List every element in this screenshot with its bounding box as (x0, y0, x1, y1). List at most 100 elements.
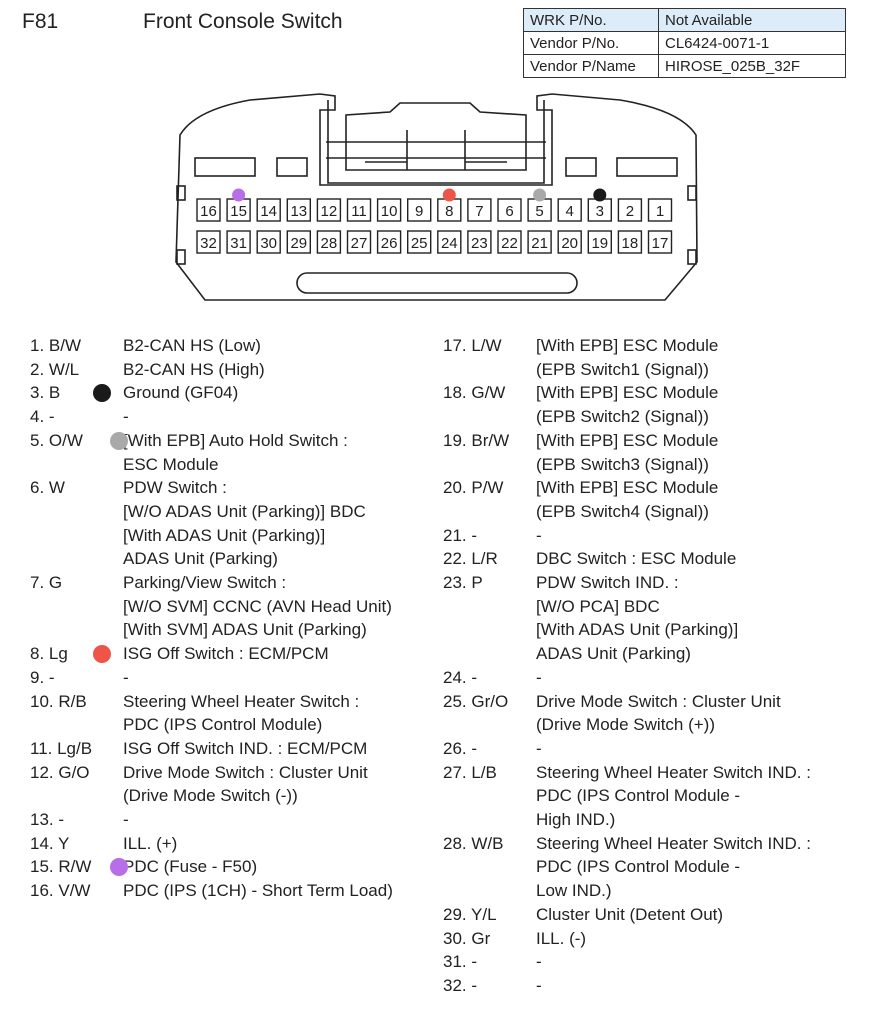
pin-box (346, 198, 372, 222)
info-value: CL6424-0071-1 (658, 31, 846, 55)
pin-entry: 20. P/W[With EPB] ESC Module(EPB Switch4… (443, 476, 811, 523)
pin-description: - (123, 667, 129, 687)
pin-number: 15 (230, 203, 247, 220)
pin-description: ESC Module (123, 454, 219, 474)
pin-wire: 5. O/W (30, 430, 83, 450)
pin-box (316, 230, 342, 254)
pin-description: [With EPB] ESC Module (536, 383, 719, 403)
info-key: Vendor P/No. (523, 31, 659, 55)
color-dot-icon (110, 431, 128, 450)
info-key: Vendor P/Name (523, 54, 659, 78)
pin-wire: 15. R/W (30, 857, 92, 877)
pin-box (497, 230, 522, 254)
pin-wire: 19. Br/W (443, 430, 510, 450)
pin-box (467, 198, 492, 222)
pin-description: Ground (GF04) (123, 383, 239, 403)
pin-entry: 17. L/W[With EPB] ESC Module(EPB Switch1… (443, 334, 811, 381)
pin-number: 6 (505, 203, 513, 220)
pin-description: (Drive Mode Switch (-)) (123, 786, 298, 806)
pin-wire: 27. L/B (443, 762, 497, 782)
pin-wire: 11. Lg/B (30, 738, 93, 758)
pin-wire: 12. G/O (30, 762, 90, 782)
pin-box (617, 230, 643, 254)
pin-description: - (536, 738, 542, 758)
pin-description: ISG Off Switch : ECM/PCM (123, 644, 329, 664)
pin-wire: 9. - (30, 667, 55, 687)
pin-description: (EPB Switch2 (Signal)) (536, 407, 709, 427)
pin-wire: 18. G/W (443, 383, 506, 403)
pin-number: 18 (622, 235, 639, 252)
pin-wire: 14. Y (30, 833, 70, 853)
pin-description: PDC (IPS Control Module - (536, 786, 741, 806)
pin-entry: 8. Lg ISG Off Switch : ECM/PCM (30, 642, 393, 666)
pin-wire: 8. Lg (30, 644, 68, 664)
pin-box (256, 230, 281, 254)
pin-wire: 28. W/B (443, 833, 504, 853)
pin-marker-3 (593, 188, 607, 202)
pin-entry: 14. Y ILL. (+) (30, 832, 393, 856)
pin-description: ILL. (-) (536, 928, 587, 948)
pin-number: 8 (445, 203, 453, 220)
pin-description: PDC (IPS Control Module - (536, 857, 741, 877)
pin-wire: 30. Gr (443, 928, 491, 948)
pin-description: (EPB Switch4 (Signal)) (536, 501, 709, 521)
pin-list-right: 17. L/W[With EPB] ESC Module(EPB Switch1… (443, 334, 811, 998)
pin-wire: 26. - (443, 738, 478, 758)
pin-number: 29 (290, 235, 307, 252)
pin-description: - (536, 975, 542, 995)
pin-box (617, 198, 643, 222)
part-info-table: WRK P/No.Not Available Vendor P/No.CL642… (523, 8, 846, 78)
pin-number: 21 (531, 235, 548, 252)
pin-box (647, 198, 673, 222)
pin-description: PDC (Fuse - F50) (123, 857, 258, 877)
pin-description: - (123, 407, 129, 427)
connector-title: Front Console Switch (143, 10, 343, 33)
pin-number: 13 (290, 203, 307, 220)
pin-description: [With EPB] Auto Hold Switch : (123, 430, 348, 450)
pin-number: 24 (441, 235, 458, 252)
pin-box (527, 230, 552, 254)
pin-marker-15 (232, 188, 246, 202)
pin-description: [W/O SVM] CCNC (AVN Head Unit) (123, 596, 392, 616)
pin-description: [With EPB] ESC Module (536, 478, 719, 498)
pin-number: 7 (475, 203, 483, 220)
pin-box (376, 198, 402, 222)
info-key: WRK P/No. (523, 8, 659, 32)
pin-box (437, 230, 462, 254)
pin-description: PDW Switch IND. : (536, 573, 679, 593)
pin-wire: 1. B/W (30, 336, 82, 355)
pin-wire: 31. - (443, 952, 478, 972)
pin-description: Drive Mode Switch : Cluster Unit (123, 762, 368, 782)
pin-box (346, 230, 372, 254)
pin-entry: 5. O/W [With EPB] Auto Hold Switch : ESC M… (30, 429, 393, 476)
pin-description: Steering Wheel Heater Switch IND. : (536, 833, 811, 853)
pin-wire: 10. R/B (30, 691, 87, 711)
pin-entry: 19. Br/W[With EPB] ESC Module(EPB Switch… (443, 429, 811, 476)
pin-description: Drive Mode Switch : Cluster Unit (536, 691, 781, 711)
pin-number: 4 (566, 203, 574, 220)
pin-entry: 15. R/W PDC (Fuse - F50) (30, 855, 393, 879)
pin-number: 2 (626, 203, 634, 220)
pin-box (376, 230, 402, 254)
pin-wire: 29. Y/L (443, 904, 497, 924)
pin-box (587, 230, 612, 254)
pin-wire: 23. P (443, 573, 483, 593)
connector-code: F81 (22, 10, 59, 33)
pin-wire: 2. W/L (30, 359, 80, 379)
pin-number: 10 (381, 203, 398, 220)
pin-description: (Drive Mode Switch (+)) (536, 715, 716, 735)
pin-description: ILL. (+) (123, 833, 178, 853)
pin-box (196, 198, 221, 222)
pin-entry: 32. -- (443, 974, 811, 998)
pin-description: [With EPB] ESC Module (536, 336, 719, 355)
pin-number: 22 (501, 235, 518, 252)
pin-wire: 6. W (30, 478, 65, 498)
pin-description: Low IND.) (536, 881, 612, 901)
